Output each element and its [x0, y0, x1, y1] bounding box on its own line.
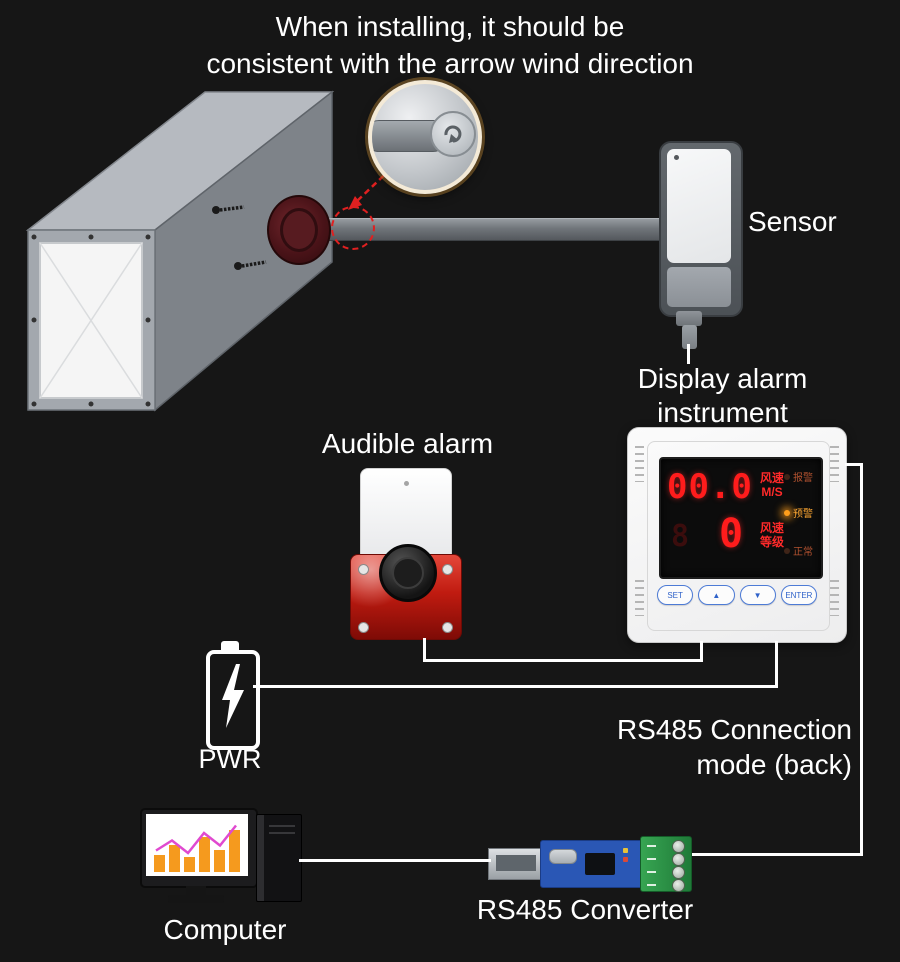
drive-slot: [269, 832, 295, 834]
instrument-bezel: [647, 441, 830, 631]
sensor-label: Sensor: [748, 206, 837, 237]
wind-level-label: 风速 等级: [759, 521, 784, 549]
display-alarm-instrument: 00.0 风速 M/S 8 0 风速 等级 报警 预警: [627, 427, 847, 643]
audible-alarm-siren: [350, 464, 462, 640]
monitor-chart-bars: [154, 822, 240, 872]
wind-level-readout: 0: [719, 511, 744, 557]
terminal-screw: [672, 840, 685, 853]
monitor-chart-line: [155, 824, 237, 855]
wire-siren-horizontal: [423, 659, 703, 662]
air-duct-illustration: [25, 90, 335, 412]
pcb-led: [623, 857, 628, 862]
wire-siren-vertical: [423, 638, 426, 662]
panel-screw-dots: [31, 234, 151, 407]
mounting-flange: [267, 195, 331, 265]
siren-screw: [358, 564, 369, 575]
wire-rs485-to-converter: [688, 853, 863, 856]
battery-cap: [221, 641, 239, 650]
wind-speed-unit-label: 风速 M/S: [759, 471, 784, 499]
siren-screw: [442, 622, 453, 633]
computer-label: Computer: [163, 914, 287, 945]
monitor-base: [168, 895, 224, 903]
wire-siren-to-instrument: [700, 641, 703, 662]
prewarning-indicator: 预警: [784, 505, 813, 520]
normal-indicator: 正常: [784, 543, 813, 558]
sensor-face: [667, 149, 731, 263]
wire-sensor-to-instrument: [687, 344, 690, 364]
display-instrument-label: Display alarm instrument: [637, 363, 808, 428]
wind-speed-readout: 00.0: [667, 467, 753, 507]
terminal-screw: [672, 866, 685, 879]
sensor-housing: [659, 141, 743, 317]
title-line-2: consistent with the arrow wind direction: [206, 48, 694, 79]
rs485-mode-label: RS485 Connection mode (back): [616, 714, 852, 780]
page-title: When installing, it should be consistent…: [0, 8, 900, 82]
wire-pwr-horizontal: [253, 685, 778, 688]
rs485-converter-label: RS485 Converter: [476, 894, 694, 925]
vent-slots: [635, 580, 644, 616]
terminal-mark: [647, 858, 656, 860]
wire-pwr-to-instrument: [775, 641, 778, 688]
instrument-button-row: SET ▲ ▼ ENTER: [657, 585, 817, 605]
alarm-indicator-dot: [784, 473, 790, 480]
terminal-screw: [672, 879, 685, 892]
led-display-window: 00.0 风速 M/S 8 0 风速 等级 报警 预警: [659, 457, 823, 579]
set-button: SET: [657, 585, 694, 605]
wire-computer-to-converter: [299, 859, 491, 862]
terminal-mark: [647, 845, 656, 847]
title-line-1: When installing, it should be: [275, 11, 625, 42]
crystal-oscillator: [549, 849, 577, 864]
converter-pcb: [540, 840, 644, 888]
siren-horn-knob: [379, 544, 437, 602]
siren-screw: [442, 564, 453, 575]
monitor-chart-overlay: [155, 824, 237, 855]
converter-chip: [585, 853, 615, 875]
pcb-led: [623, 848, 628, 853]
audible-alarm-label: Audible alarm: [321, 428, 494, 459]
sensor-lower-body: [667, 267, 731, 307]
vent-slots: [635, 446, 644, 482]
monitor-screen: [146, 814, 248, 876]
detail-pointer-arrow: [348, 161, 399, 210]
usb-plug: [488, 848, 544, 880]
down-button: ▼: [739, 585, 776, 605]
cable-gland-stem: [682, 325, 697, 349]
normal-indicator-dot: [784, 547, 790, 554]
power-supply-icon: [206, 650, 260, 750]
sensor-indicator-dot: [674, 155, 679, 160]
prewarning-indicator-dot: [784, 509, 790, 516]
wind-direction-arrow-icon: [444, 125, 462, 143]
vent-slots: [830, 580, 839, 616]
probe-cap-closeup: [430, 111, 476, 157]
drive-slot: [269, 825, 295, 827]
lightning-bolt-icon: [222, 664, 244, 728]
enter-button: ENTER: [780, 585, 817, 605]
mounting-screws: [212, 205, 267, 270]
green-terminal-block: [640, 836, 692, 892]
siren-hole: [404, 481, 409, 486]
wind-level-ghost-segments: 8: [671, 519, 690, 554]
wire-rs485-top: [845, 463, 863, 466]
cable-gland-nut: [676, 311, 702, 326]
up-button: ▲: [698, 585, 735, 605]
terminal-mark: [647, 871, 656, 873]
siren-screw: [358, 622, 369, 633]
vent-slots: [830, 446, 839, 482]
alarm-indicator: 报警: [784, 469, 813, 484]
terminal-screw: [672, 853, 685, 866]
probe-rod: [314, 218, 692, 241]
terminal-mark: [647, 884, 656, 886]
monitor-neck: [186, 886, 206, 895]
probe-tip-magnifier: [368, 80, 482, 194]
wire-rs485-vertical: [860, 463, 863, 856]
computer-tower: [256, 814, 302, 902]
computer-monitor: [140, 808, 258, 888]
